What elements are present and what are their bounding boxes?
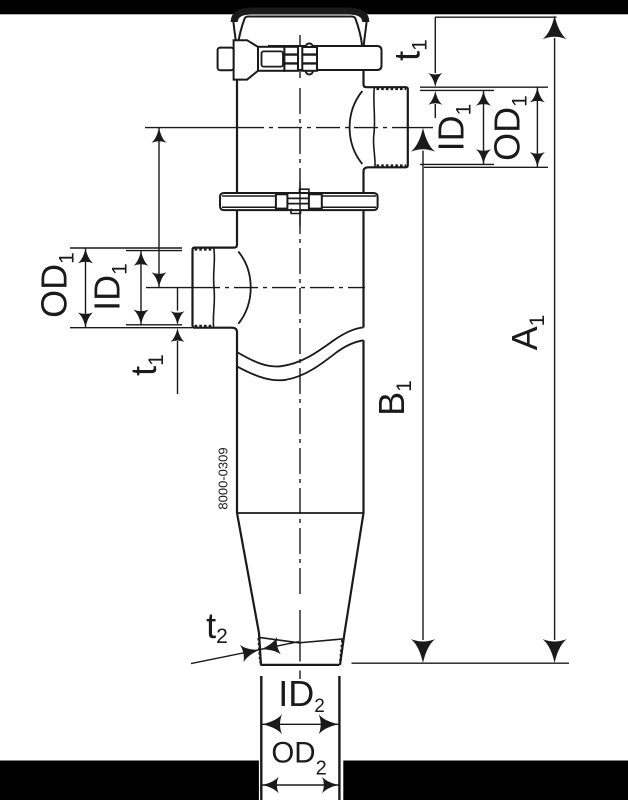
svg-text:8000-0309: 8000-0309 (215, 447, 230, 509)
svg-text:A1: A1 (504, 315, 549, 351)
